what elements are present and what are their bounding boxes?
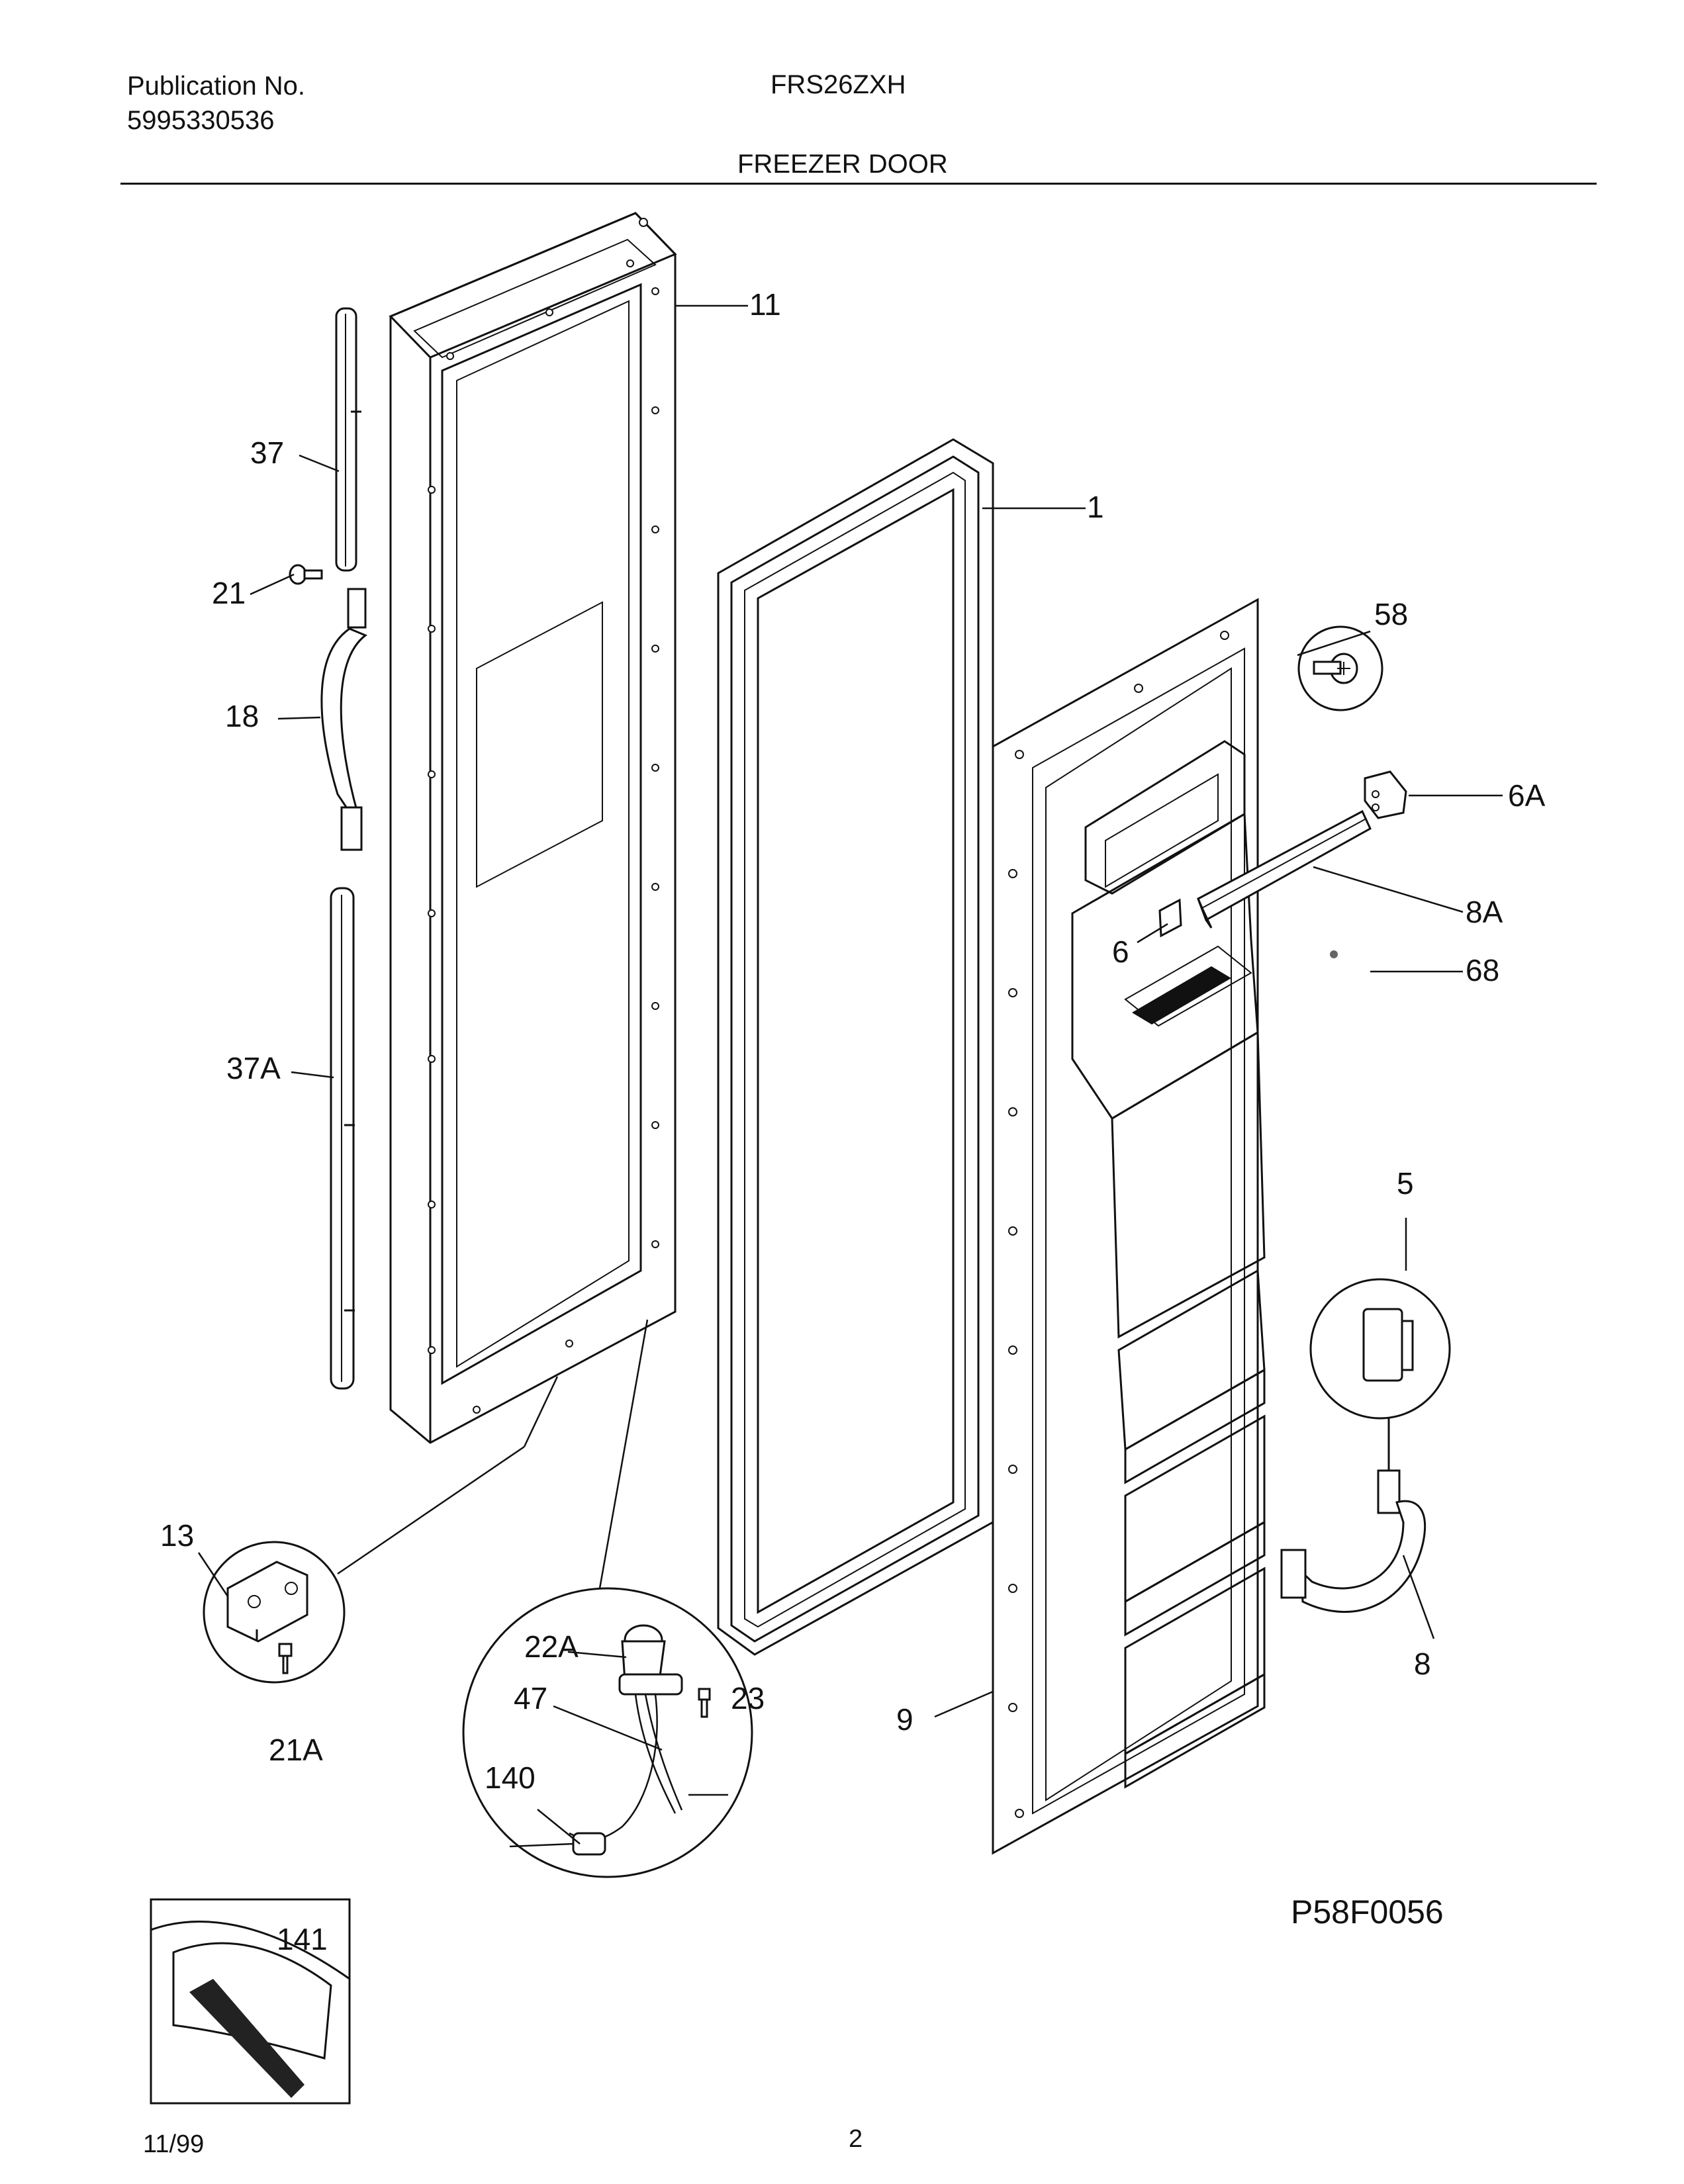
part-18-handle bbox=[320, 588, 367, 851]
callout-6: 6 bbox=[1112, 934, 1129, 969]
callout-141: 141 bbox=[277, 1922, 328, 1956]
part-11-door-frame bbox=[389, 212, 677, 1444]
callout-37: 37 bbox=[250, 435, 284, 470]
callout-8a: 8A bbox=[1466, 895, 1503, 929]
publication-number: 5995330536 bbox=[127, 106, 275, 135]
callout-21: 21 bbox=[212, 576, 246, 610]
section-title: FREEZER DOOR bbox=[737, 150, 948, 179]
callout-9: 9 bbox=[896, 1702, 913, 1737]
callout-8: 8 bbox=[1414, 1647, 1431, 1681]
callout-11: 11 bbox=[749, 287, 781, 322]
callout-13: 13 bbox=[160, 1518, 194, 1553]
part-37-trim-strip bbox=[335, 307, 361, 572]
callout-68: 68 bbox=[1466, 953, 1499, 987]
part-37a-trim-strip bbox=[330, 887, 355, 1390]
part-68-detail bbox=[1330, 950, 1338, 958]
leader-13-to-frame bbox=[337, 1445, 525, 1575]
callout-140: 140 bbox=[485, 1760, 536, 1795]
model-number: FRS26ZXH bbox=[771, 70, 906, 99]
header-rule bbox=[120, 183, 1597, 185]
part-8-handle bbox=[1280, 1469, 1427, 1613]
callout-58: 58 bbox=[1374, 597, 1408, 631]
drawing-code: P58F0056 bbox=[1291, 1893, 1444, 1931]
callout-37a: 37A bbox=[226, 1051, 281, 1085]
part-8a-channel bbox=[1197, 809, 1372, 929]
part-9-door-liner bbox=[992, 598, 1266, 1855]
part-141-inset bbox=[150, 1898, 351, 2105]
part-58-screw-detail bbox=[1297, 625, 1383, 711]
callout-18: 18 bbox=[225, 699, 259, 733]
callout-1: 1 bbox=[1087, 490, 1104, 524]
part-22a-light-socket-detail bbox=[462, 1587, 753, 1878]
callout-6a: 6A bbox=[1508, 778, 1546, 813]
footer-page-number: 2 bbox=[849, 2125, 863, 2153]
callout-22a: 22A bbox=[524, 1629, 579, 1664]
callout-5: 5 bbox=[1397, 1166, 1414, 1201]
part-1-door-gasket bbox=[717, 438, 994, 1656]
part-13-hinge-detail bbox=[203, 1541, 346, 1684]
footer-date: 11/99 bbox=[143, 2130, 205, 2158]
publication-label: Publication No. bbox=[127, 71, 306, 101]
part-6a-end-cap bbox=[1364, 770, 1407, 819]
callout-21a: 21A bbox=[269, 1733, 323, 1767]
part-5-detail bbox=[1309, 1278, 1451, 1471]
callout-leaders bbox=[197, 304, 1503, 1844]
callout-47: 47 bbox=[514, 1681, 547, 1715]
leader-22a-to-frame bbox=[598, 1319, 649, 1589]
leader-13-to-frame-b bbox=[523, 1376, 559, 1447]
part-21-screw bbox=[289, 564, 323, 585]
callout-23: 23 bbox=[731, 1681, 765, 1715]
